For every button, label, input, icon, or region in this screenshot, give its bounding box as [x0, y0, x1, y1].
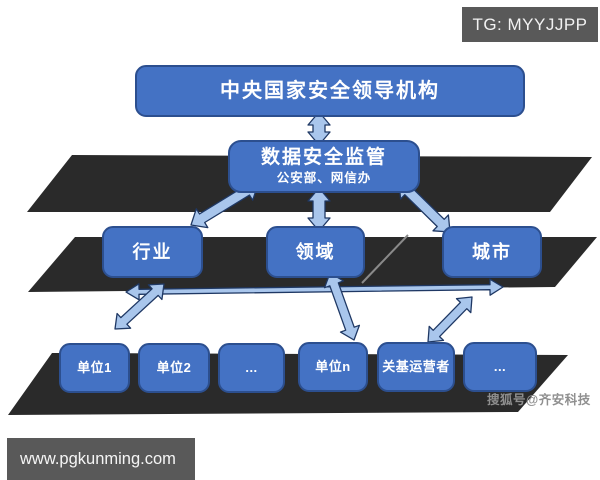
node-domain: 领域	[266, 226, 365, 278]
website-bar: www.pgkunming.com	[7, 438, 195, 480]
node-unit-2-label: 单位2	[156, 359, 192, 375]
watermark-label: 搜狐号@齐安科技	[487, 393, 591, 407]
regulator-subtitle: 公安部、网信办	[276, 171, 372, 186]
band-seam-line	[361, 234, 409, 284]
watermark-text: 搜狐号@齐安科技	[487, 389, 591, 408]
tg-badge-label: TG: MYYJJPP	[472, 14, 588, 34]
node-data-security-regulator: 数据安全监管 公安部、网信办	[228, 140, 420, 193]
node-units-ellipsis-label: ...	[245, 359, 258, 375]
node-unit-n-label: 单位n	[315, 358, 351, 374]
node-unit-1: 单位1	[59, 343, 130, 393]
node-unit-1-label: 单位1	[77, 359, 112, 375]
node-industry-label: 行业	[132, 241, 173, 262]
node-operators-ellipsis: ...	[463, 342, 537, 392]
node-operators-ellipsis-label: ...	[493, 358, 507, 374]
node-units-ellipsis: ...	[218, 343, 285, 393]
arrow-domain-unitn	[323, 272, 361, 341]
node-critical-operator-label: 关基运营者	[382, 358, 450, 374]
arrow-industry-city	[125, 278, 504, 301]
node-central-leadership: 中央国家安全领导机构	[135, 65, 525, 117]
node-city-label: 城市	[472, 241, 512, 262]
node-domain-label: 领域	[295, 241, 336, 262]
arrow-industry-units	[114, 283, 165, 330]
node-central-leadership-label: 中央国家安全领导机构	[220, 79, 440, 102]
node-industry: 行业	[102, 226, 203, 278]
node-unit-n: 单位n	[298, 342, 368, 392]
node-critical-operator: 关基运营者	[377, 342, 455, 392]
tg-badge: TG: MYYJJPP	[462, 7, 598, 42]
regulator-title: 数据安全监管	[260, 147, 387, 169]
website-url: www.pgkunming.com	[20, 449, 176, 468]
node-city: 城市	[442, 226, 542, 278]
node-unit-2: 单位2	[138, 343, 210, 393]
arrow-city-operator	[427, 296, 473, 343]
arrow-regulator-domain	[307, 187, 331, 232]
